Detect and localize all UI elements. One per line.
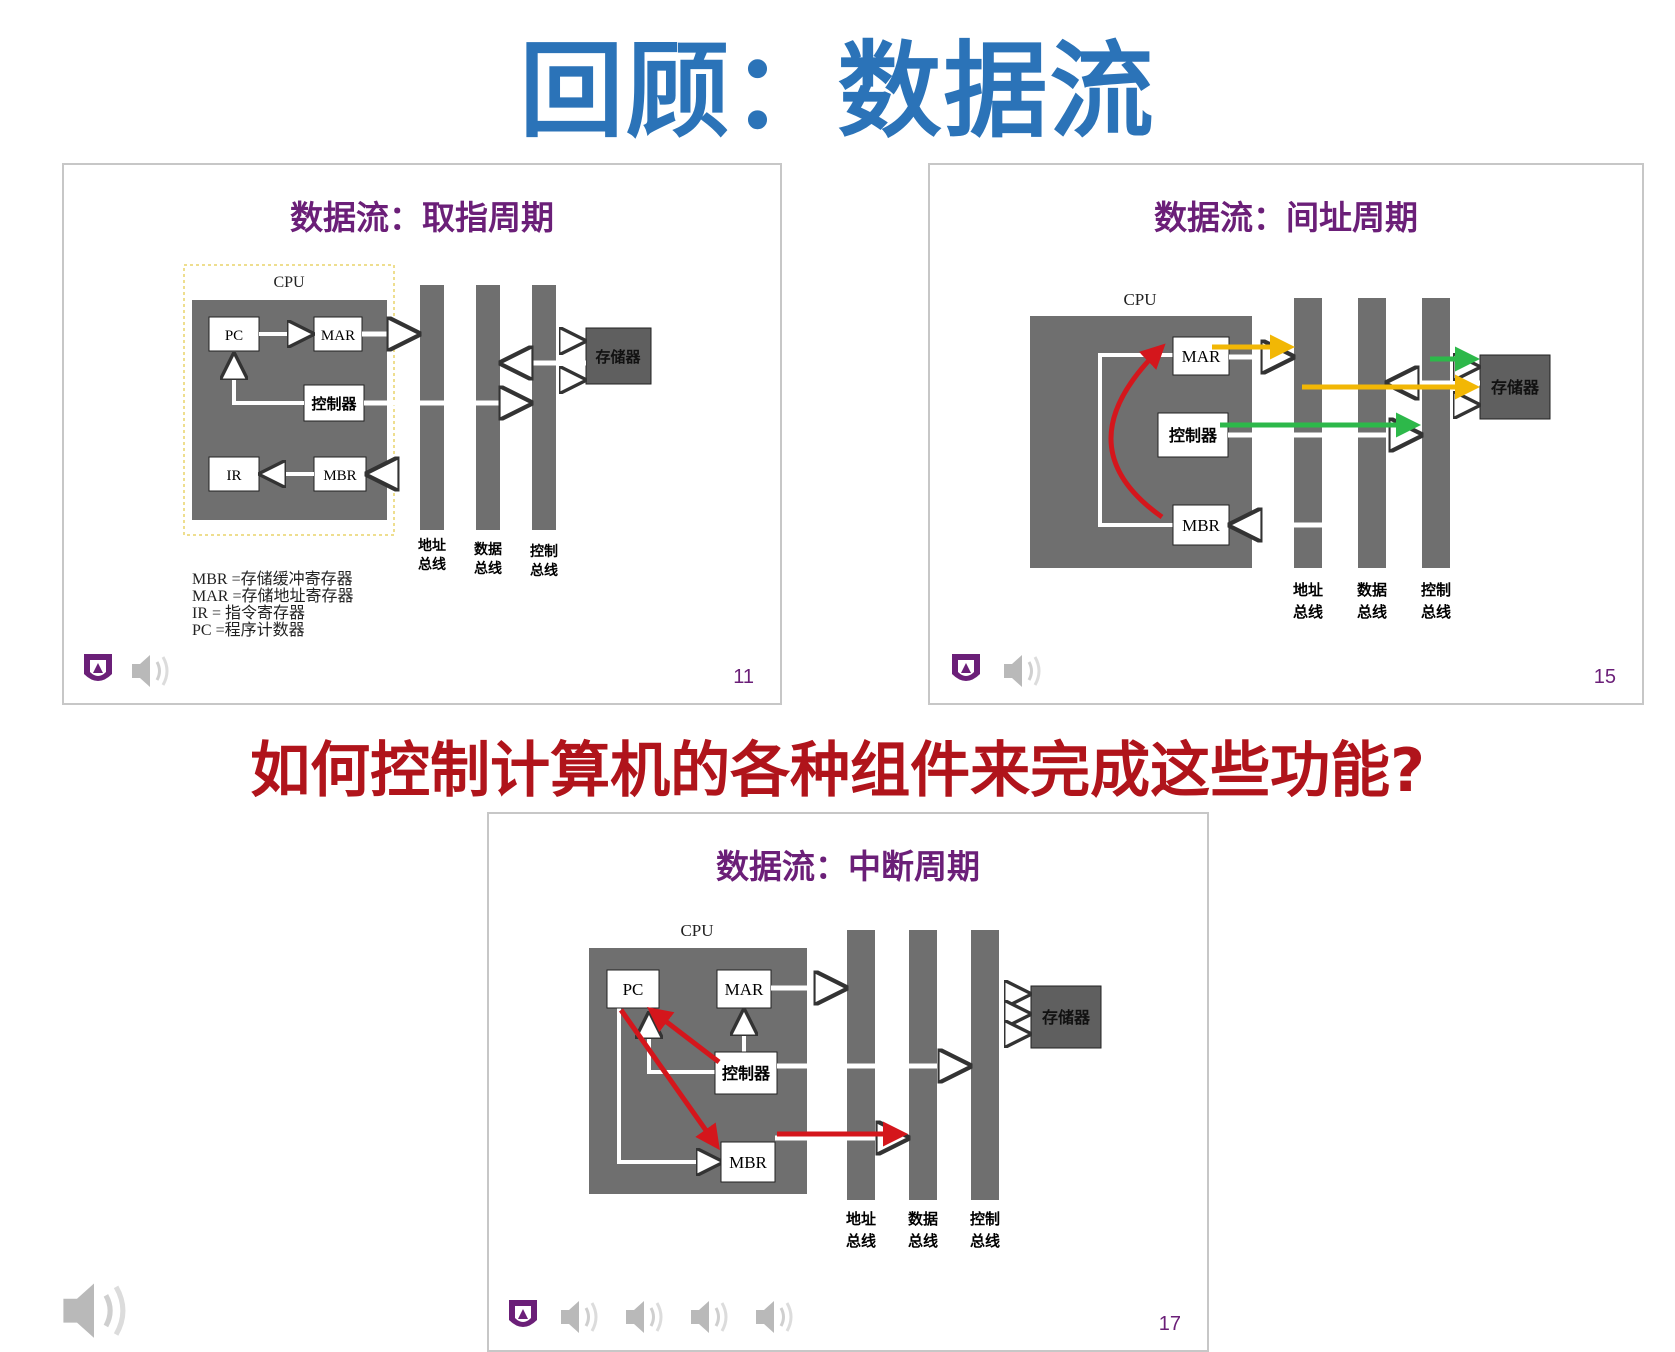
mar-label: MAR bbox=[321, 328, 355, 344]
memory-label: 存储器 bbox=[595, 348, 641, 366]
address-bus-label-2: 总线 bbox=[418, 556, 446, 573]
controller-to-pc-path bbox=[649, 1014, 715, 1074]
control-bus-label-1: 控制 bbox=[1421, 581, 1451, 599]
data-bus-label-2: 总线 bbox=[1357, 603, 1387, 621]
memory-unit bbox=[585, 327, 652, 385]
address-bus bbox=[420, 285, 444, 530]
university-logo-icon bbox=[509, 1300, 537, 1327]
page-title: 回顾：数据流 bbox=[519, 30, 1156, 152]
address-bus-label-2: 总线 bbox=[846, 1232, 876, 1250]
controller-label: 控制器 bbox=[722, 1064, 771, 1083]
mbr-register bbox=[313, 456, 367, 492]
control-bus-label-2: 总线 bbox=[970, 1232, 1000, 1250]
legend-item: MAR =存储地址寄存器 bbox=[192, 588, 354, 605]
speaker-icon bbox=[689, 1299, 728, 1335]
pc-to-mbr-red-arrow bbox=[618, 1008, 720, 1151]
address-bus-label-2: 总线 bbox=[1293, 603, 1323, 621]
memory-label: 存储器 bbox=[1042, 1008, 1091, 1027]
cpu-label: CPU bbox=[273, 274, 305, 291]
slide-number: 11 bbox=[733, 666, 754, 688]
speaker-icon bbox=[559, 1299, 598, 1335]
controller-to-pc-red-arrow bbox=[647, 1006, 721, 1064]
mbr-to-mar-path bbox=[1098, 353, 1173, 527]
data-bus-label-1: 数据 bbox=[1357, 581, 1387, 599]
speaker-icon bbox=[1002, 653, 1041, 689]
data-bus-label-2: 总线 bbox=[908, 1232, 938, 1250]
mbr-label: MBR bbox=[323, 468, 356, 484]
control-bus-label-1: 控制 bbox=[530, 543, 558, 560]
slide-number: 15 bbox=[1593, 666, 1616, 688]
mar-register bbox=[716, 969, 772, 1009]
address-bus-label-1: 地址 bbox=[1293, 581, 1323, 599]
ir-register bbox=[208, 456, 260, 492]
slide-number: 17 bbox=[1158, 1313, 1181, 1335]
mbr-register bbox=[720, 1141, 776, 1183]
memory-unit bbox=[1479, 354, 1551, 420]
control-bus bbox=[971, 930, 999, 1200]
control-bus-label-1: 控制 bbox=[970, 1210, 1000, 1228]
pc-label: PC bbox=[623, 980, 644, 999]
pc-register bbox=[208, 316, 260, 352]
slide-title: 数据流：取指周期 bbox=[290, 198, 554, 237]
speaker-icon[interactable] bbox=[60, 1275, 200, 1345]
legend-item: MBR =存储缓冲寄存器 bbox=[192, 571, 353, 588]
memory-label: 存储器 bbox=[1491, 378, 1540, 397]
data-bus-label-2: 总线 bbox=[474, 560, 502, 577]
mar-label: MAR bbox=[725, 980, 764, 999]
mbr-label: MBR bbox=[729, 1153, 767, 1172]
cpu-label: CPU bbox=[1123, 290, 1156, 309]
controller-unit bbox=[1157, 412, 1229, 458]
slide-fetch-cycle[interactable]: 数据流：取指周期 CPU PC MAR 控制器 IR MBR 存储器 bbox=[62, 163, 782, 705]
cpu-highlight-frame bbox=[183, 264, 395, 536]
memory-unit bbox=[1030, 985, 1102, 1049]
control-bus-label-2: 总线 bbox=[530, 562, 558, 579]
address-bus-label-1: 地址 bbox=[846, 1210, 876, 1228]
data-bus-label-1: 数据 bbox=[474, 541, 502, 558]
abbreviation-legend: MBR =存储缓冲寄存器 MAR =存储地址寄存器 IR = 指令寄存器 PC … bbox=[192, 571, 353, 639]
ir-label: IR bbox=[227, 468, 242, 484]
controller-to-pc-arrow bbox=[234, 355, 304, 405]
question-heading: 如何控制计算机的各种组件来完成这些功能? bbox=[250, 736, 1425, 806]
legend-item: PC =程序计数器 bbox=[192, 622, 305, 639]
pc-register bbox=[606, 969, 660, 1009]
pc-to-mbr-path bbox=[617, 1008, 721, 1162]
indirect-cycle-diagram: CPU MAR 控制器 MBR 存储器 地址 总线 数据 总线 bbox=[952, 290, 1551, 689]
slide-indirect-cycle[interactable]: 数据流：间址周期 CPU MAR 控制器 MBR 存储器 地址 总线 bbox=[928, 163, 1644, 705]
controller-label: 控制器 bbox=[311, 395, 357, 413]
slide-interrupt-cycle[interactable]: 数据流：中断周期 CPU PC MAR 控制器 MBR 存储器 bbox=[487, 812, 1209, 1352]
speaker-icon bbox=[130, 653, 169, 689]
data-bus bbox=[476, 285, 500, 530]
slide-title: 数据流：中断周期 bbox=[716, 847, 980, 886]
control-bus bbox=[1422, 298, 1450, 568]
mbr-label: MBR bbox=[1182, 516, 1220, 535]
speaker-icon bbox=[754, 1299, 793, 1335]
cpu-label: CPU bbox=[680, 921, 713, 940]
control-bus bbox=[532, 285, 556, 530]
control-bus-label-2: 总线 bbox=[1421, 603, 1451, 621]
pc-label: PC bbox=[225, 328, 243, 344]
slide-title: 数据流：间址周期 bbox=[1154, 198, 1418, 237]
university-logo-icon bbox=[952, 654, 980, 681]
controller-unit bbox=[714, 1051, 778, 1095]
interrupt-cycle-diagram: CPU PC MAR 控制器 MBR 存储器 地址 总 bbox=[509, 921, 1102, 1335]
speaker-icon bbox=[624, 1299, 663, 1335]
fetch-cycle-diagram: CPU PC MAR 控制器 IR MBR 存储器 地址 总线 数据 bbox=[84, 264, 652, 689]
address-bus-label-1: 地址 bbox=[418, 537, 446, 554]
mar-label: MAR bbox=[1182, 347, 1221, 366]
data-bus-label-1: 数据 bbox=[908, 1210, 938, 1228]
mar-register bbox=[1172, 336, 1230, 376]
mbr-to-mar-red-arrow bbox=[1108, 343, 1166, 520]
mar-register bbox=[313, 316, 363, 352]
legend-item: IR = 指令寄存器 bbox=[192, 605, 306, 622]
university-logo-icon bbox=[84, 654, 112, 681]
controller-label: 控制器 bbox=[1169, 426, 1218, 445]
controller-unit bbox=[303, 384, 365, 422]
mbr-register bbox=[1172, 504, 1230, 546]
